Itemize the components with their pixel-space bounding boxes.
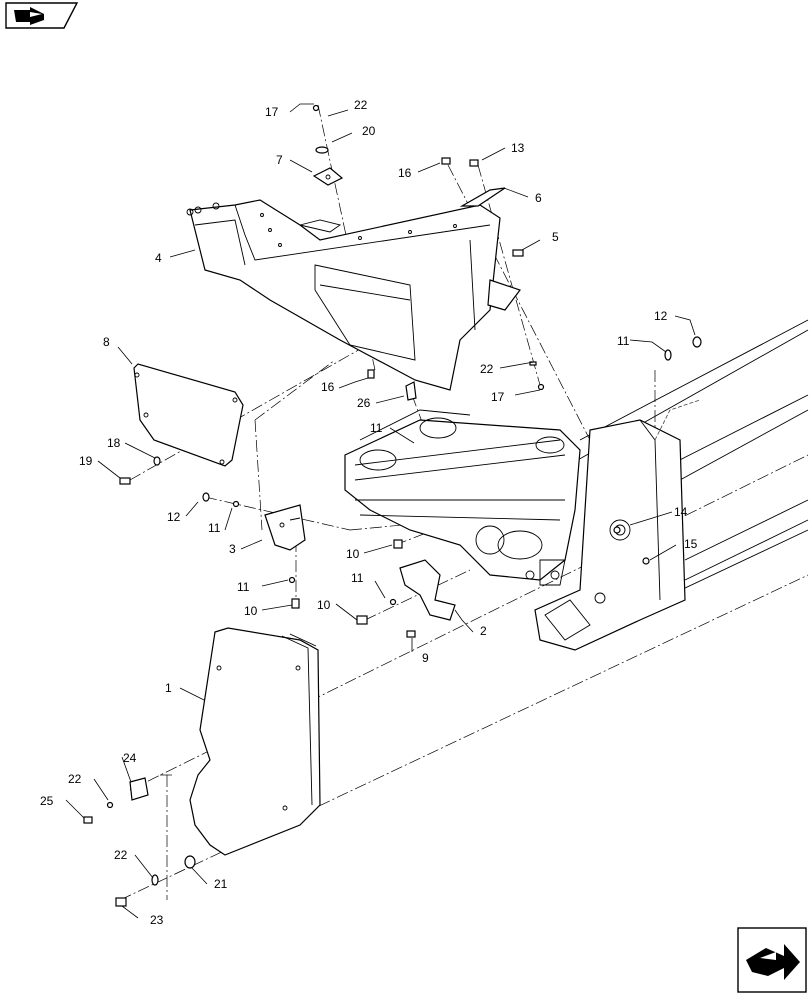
callout-21: 21 (214, 877, 228, 891)
callout-22-mid: 22 (480, 362, 494, 376)
callout-5: 5 (552, 230, 559, 244)
callout-12-top: 12 (654, 309, 668, 323)
part-3-bracket (264, 504, 306, 551)
frame-beam (534, 319, 809, 651)
callout-15: 15 (684, 537, 698, 551)
callout-11-low: 11 (237, 580, 250, 594)
next-page-arrow-icon[interactable] (737, 927, 807, 993)
part-1-guard (189, 627, 321, 856)
callout-22: 22 (354, 98, 368, 112)
callout-22-low: 22 (68, 772, 82, 786)
part-2-bracket (399, 559, 456, 621)
callout-11-top: 11 (617, 334, 630, 348)
callout-19: 19 (79, 454, 93, 468)
callout-9: 9 (422, 651, 429, 665)
callout-8: 8 (103, 335, 110, 349)
callout-22-bottom: 22 (114, 848, 128, 862)
callout-11-left: 11 (208, 521, 221, 535)
part-4-upper-housing (186, 199, 521, 391)
callout-25: 25 (40, 794, 54, 808)
callout-24: 24 (123, 751, 137, 765)
callout-10-mid: 10 (346, 547, 360, 561)
callout-7: 7 (276, 153, 283, 167)
callout-4: 4 (155, 251, 162, 265)
leader-lines (65, 103, 696, 919)
callout-6: 6 (535, 191, 542, 205)
callout-16: 16 (398, 166, 412, 180)
callout-20: 20 (362, 124, 376, 138)
part-8-side-cover (133, 363, 244, 467)
callout-17: 17 (265, 105, 279, 119)
callout-12-left: 12 (167, 510, 181, 524)
callout-11-mid: 11 (351, 571, 364, 585)
fasteners (83, 104, 702, 907)
callout-1: 1 (165, 681, 172, 695)
callout-13: 13 (511, 141, 525, 155)
callout-3: 3 (229, 542, 236, 556)
callout-26: 26 (357, 396, 371, 410)
previous-page-arrow-icon[interactable] (5, 2, 79, 29)
callout-18: 18 (107, 436, 121, 450)
chain-drive-assembly (344, 409, 581, 586)
callout-16-mid: 16 (321, 380, 335, 394)
callout-10-low: 10 (244, 604, 258, 618)
callout-11-chain: 11 (370, 421, 383, 435)
callout-10-right: 10 (317, 598, 331, 612)
part-6-gasket (459, 187, 506, 207)
callout-2: 2 (480, 624, 487, 638)
part-24-clip (129, 777, 149, 801)
part-7-plate (312, 167, 344, 186)
callout-14: 14 (674, 505, 688, 519)
callout-17-mid: 17 (491, 390, 505, 404)
callout-23: 23 (150, 913, 164, 927)
callout-labels: 17 22 20 7 16 13 6 5 4 12 11 8 22 16 17 … (40, 98, 698, 927)
